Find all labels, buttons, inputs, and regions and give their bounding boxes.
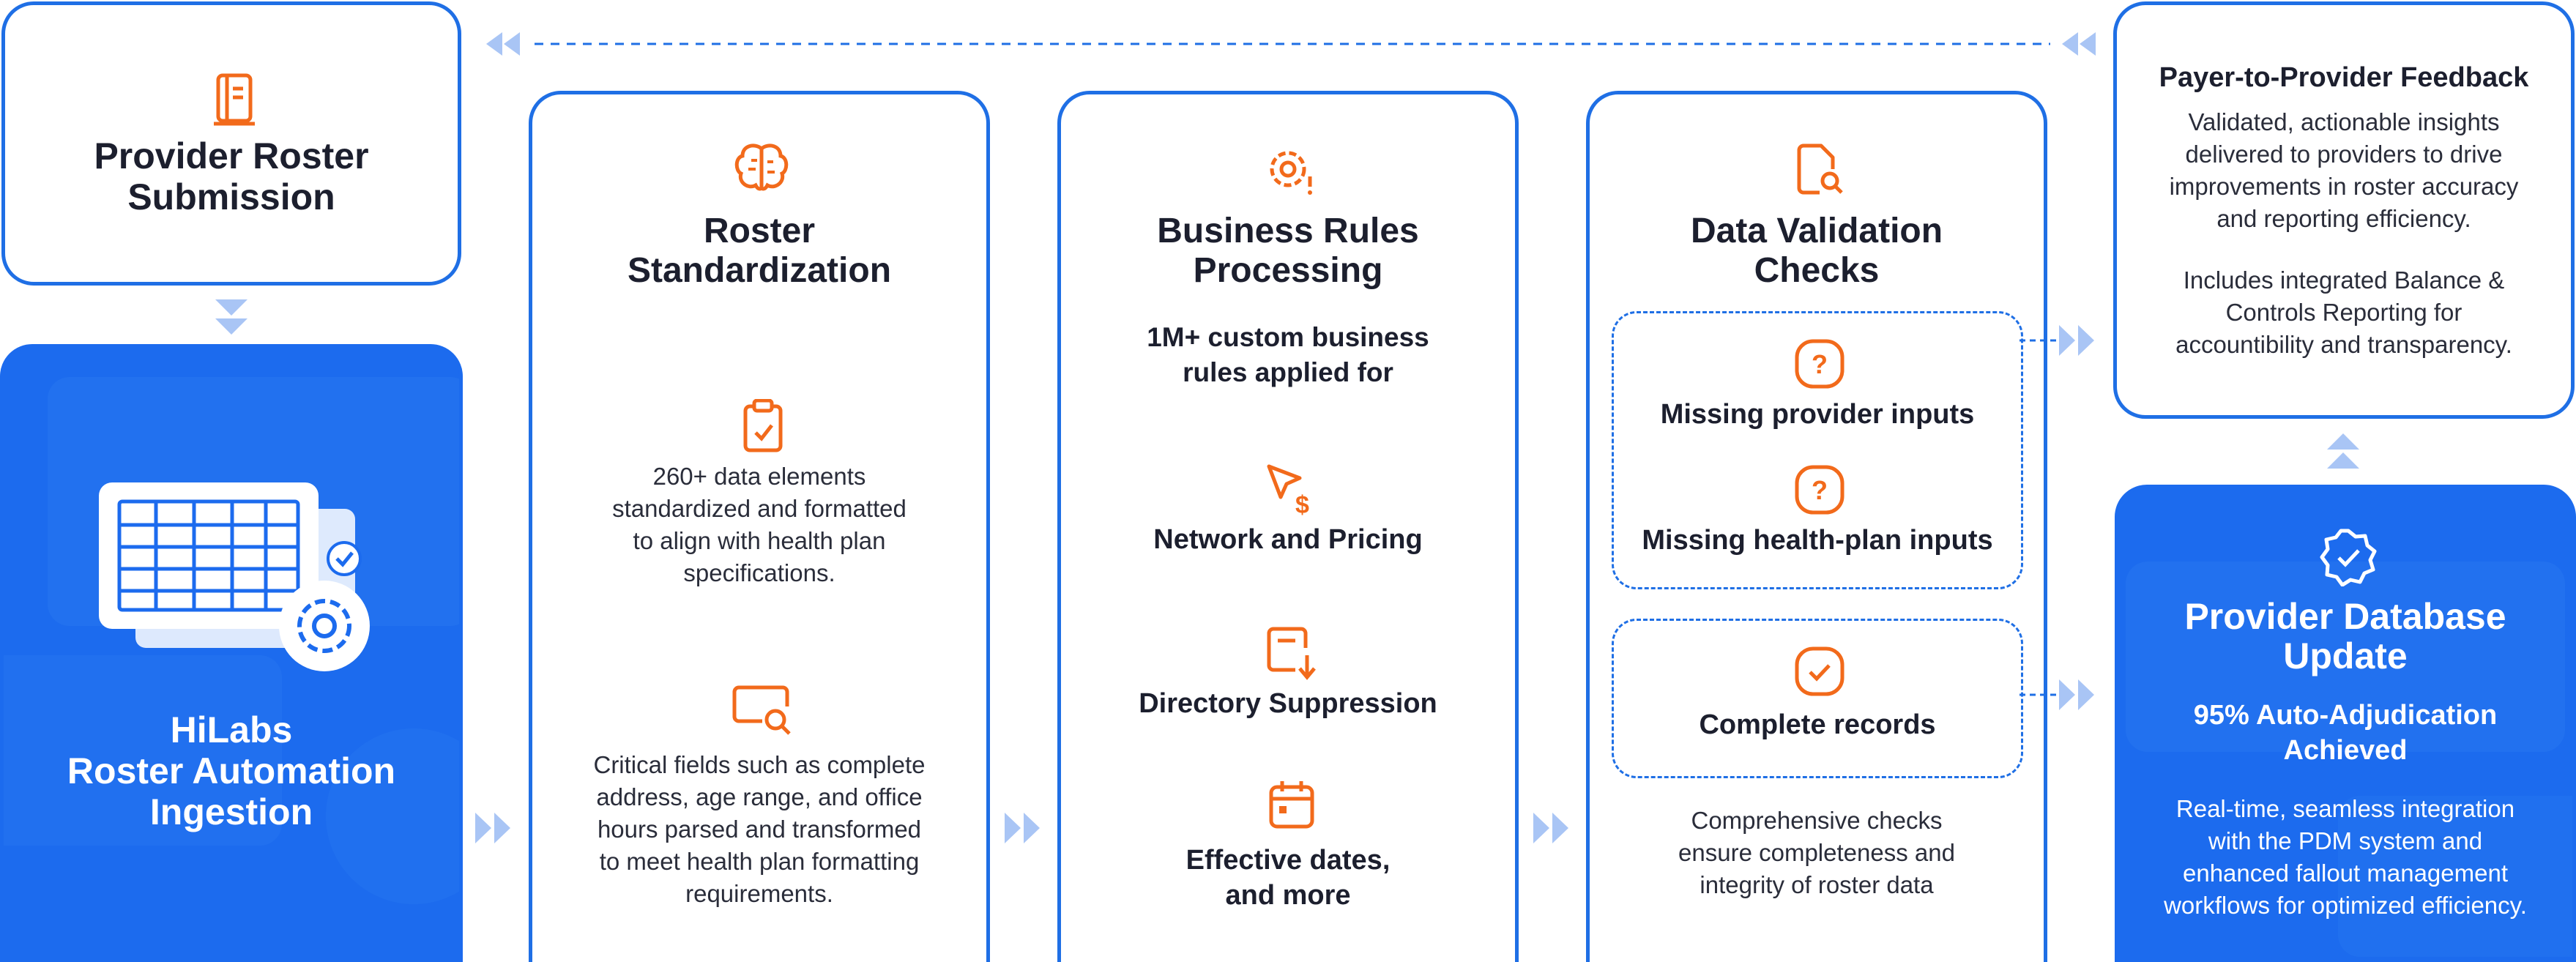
- verified-badge-icon: [2320, 529, 2377, 586]
- business-rules-item1: Network and Pricing: [1153, 524, 1423, 555]
- validation-item3: Complete records: [1699, 709, 1936, 740]
- feedback-card: Payer-to-Provider Feedback Validated, ac…: [2113, 1, 2575, 419]
- standardization-title: Roster Standardization: [627, 212, 892, 290]
- business-rules-item3: Effective dates, and more: [1185, 845, 1391, 911]
- feedback-return-line: [486, 32, 2050, 56]
- ingestion-title: HiLabs Roster Automation Ingestion: [67, 709, 396, 832]
- business-rules-title: Business Rules Processing: [1157, 212, 1419, 290]
- svg-text:?: ?: [1812, 349, 1828, 379]
- right-arrow-2: [1005, 813, 1040, 843]
- submission-card: Provider Roster Submission: [1, 1, 461, 286]
- missing-inputs-group: ? Missing provider inputs ? Missing heal…: [1612, 311, 2023, 589]
- business-rules-subtitle: 1M+ custom business rules applied for: [1147, 322, 1429, 387]
- connector-to-database: [2020, 679, 2094, 710]
- question-icon: ?: [1795, 339, 1844, 389]
- background-pattern: [2126, 562, 2572, 957]
- down-arrow: [215, 299, 247, 335]
- up-arrow: [2327, 433, 2359, 469]
- complete-records-group: Complete records: [1612, 619, 2023, 778]
- clipboard-check-icon: [743, 399, 783, 452]
- standardization-item1: 260+ data elements standardized and form…: [612, 463, 907, 586]
- brain-icon: [734, 143, 789, 191]
- database-update-card: Provider Database Update 95% Auto-Adjudi…: [2115, 485, 2576, 962]
- cursor-dollar-icon: $: [1267, 464, 1309, 516]
- business-rules-item2: Directory Suppression: [1139, 688, 1437, 719]
- validation-title: Data Validation Checks: [1690, 212, 1943, 290]
- right-arrow-3: [1533, 813, 1568, 843]
- submission-title: Provider Roster Submission: [94, 135, 369, 217]
- feedback-para2: Includes integrated Balance & Controls R…: [2175, 266, 2512, 358]
- standardization-card: Roster Standardization 260+ data element…: [529, 91, 990, 962]
- connector-to-feedback: [2020, 325, 2094, 356]
- validation-item2: Missing health-plan inputs: [1642, 525, 1993, 556]
- check-circle-icon: [1795, 646, 1844, 696]
- database-update-subtitle: 95% Auto-Adjudication Achieved: [2193, 700, 2498, 766]
- validation-item1: Missing provider inputs: [1660, 399, 1975, 430]
- feedback-title: Payer-to-Provider Feedback: [2159, 62, 2529, 93]
- download-doc-icon: [1267, 627, 1316, 680]
- standardization-item2: Critical fields such as complete address…: [593, 751, 926, 907]
- calendar-icon: [1269, 781, 1314, 829]
- svg-text:$: $: [1295, 491, 1309, 516]
- svg-text:?: ?: [1812, 475, 1828, 505]
- ingestion-card: HiLabs Roster Automation Ingestion: [0, 344, 463, 962]
- validation-card: Data Validation Checks ? Missing provide…: [1586, 91, 2047, 962]
- doc-search-icon: [1797, 143, 1843, 195]
- search-window-icon: [732, 685, 791, 735]
- business-rules-card: Business Rules Processing 1M+ custom bus…: [1057, 91, 1519, 962]
- feedback-para1: Validated, actionable insights delivered…: [2169, 108, 2519, 232]
- notebook-icon: [214, 73, 255, 126]
- spreadsheet-gear-icon: [99, 482, 370, 671]
- validation-note: Comprehensive checks ensure completeness…: [1678, 807, 1955, 898]
- database-update-body: Real-time, seamless integration with the…: [2164, 795, 2527, 919]
- database-update-title: Provider Database Update: [2184, 596, 2506, 676]
- gear-alert-icon: [1270, 151, 1312, 195]
- feedback-entry-arrow: [2062, 32, 2096, 56]
- question-icon: ?: [1795, 465, 1844, 515]
- right-arrow-1: [475, 813, 510, 843]
